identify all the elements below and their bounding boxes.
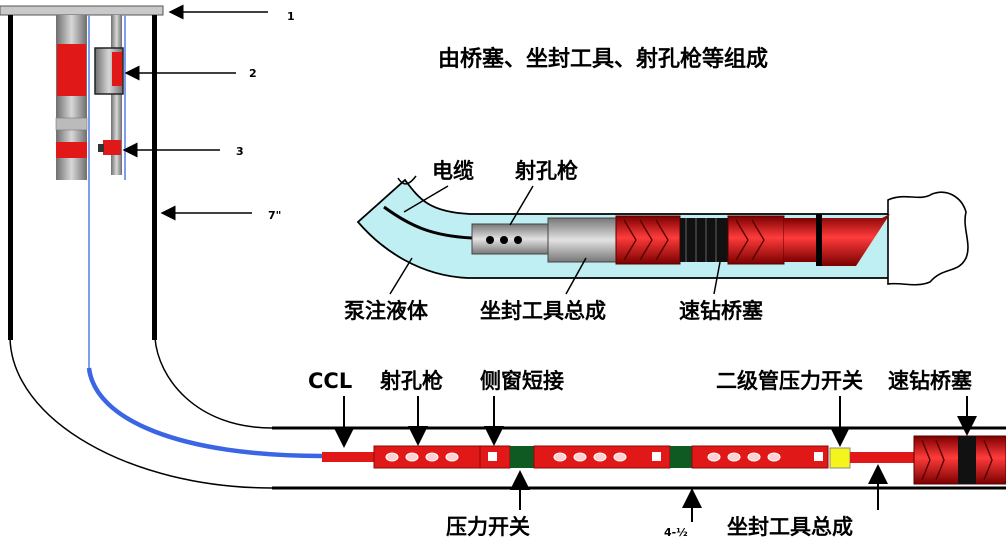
string-window-2-port [652,452,661,461]
pointer-setting-tool [565,257,587,295]
nipple-red [103,140,121,155]
string-arrows [334,396,977,522]
label-ccl: CCL [308,369,352,393]
casing-left-wall [8,15,13,340]
detail-cable [383,205,473,240]
string-gun-ports [385,452,459,462]
callout-label-casing: 7" [268,209,281,222]
detail-gun-port-2 [500,236,508,244]
label-detail-setting-tool: 坐封工具总成 [480,299,606,323]
string-plug-teeth [921,439,945,481]
diagram-title: 由桥塞、坐封工具、射孔枪等组成 [438,46,768,72]
label-cable: 电缆 [432,159,474,183]
casing-curve-outer [9,337,273,489]
string-setting-rod [850,452,914,463]
label-side-window: 侧窗短接 [480,369,564,393]
pointer-cable [403,185,449,213]
detail-plug-nose [822,214,890,266]
string-plug-teeth-2 [983,439,993,481]
label-string-gun: 射孔枪 [379,369,443,393]
string-gun-2-ports [553,452,627,462]
detail-setting-tool [547,217,617,263]
detail-plug-rubber [680,218,728,262]
string-green-sub [670,446,692,468]
pointer-pump-fluid [389,257,413,295]
tubing-red-section [57,44,86,96]
valve-red-side [112,52,122,86]
callout-label-2: 2 [249,67,257,80]
tubing-red-band [56,142,87,158]
label-pressure-switch: 压力开关 [446,515,530,539]
wellhead-cap [0,5,164,16]
label-pump-fluid: 泵注液体 [344,299,429,323]
string-pressure-switch [510,446,534,468]
casing-right-wall [152,15,157,340]
detail-gun-port-3 [514,236,522,244]
tubing-collar [55,117,88,131]
detail-plug-band [816,214,822,266]
string-bridge-plug-rubber [958,436,976,484]
callout-label-1: 1 [287,10,295,23]
detail-gun-port-1 [486,236,494,244]
detail-plug-lower-slips [727,215,785,265]
horizontal-string [272,426,1006,490]
label-casing-size: 4-½ [664,526,688,539]
well-callouts: 1 2 3 7" [122,4,295,222]
label-string-setting-tool: 坐封工具总成 [727,515,853,539]
nipple-dark [98,144,104,152]
label-detail-gun: 射孔枪 [514,159,578,183]
detail-plug-body [784,218,820,262]
string-gun-3-ports [707,452,781,462]
pointer-bridge-plug [713,261,721,295]
string-window-3-port [814,452,823,461]
callout-label-3: 3 [236,145,244,158]
detail-slip-teeth-upper [623,219,669,261]
detail-gun [471,223,549,255]
detail-rubber-rings [685,218,717,262]
string-ccl [322,452,374,462]
detail-pipe-torn-end [887,191,969,286]
control-string [111,15,122,175]
label-string-bridge-plug: 速钻桥塞 [888,369,973,393]
detail-view [356,175,969,295]
string-secondary-switch [829,447,851,469]
pointer-gun [509,185,534,226]
label-secondary-switch: 二级管压力开关 [716,369,863,393]
casing-curve-inner [154,337,273,429]
detail-slip-teeth-lower [735,219,765,261]
string-side-window-port [488,452,497,461]
label-detail-bridge-plug: 速钻桥塞 [679,299,764,323]
cable-curve [86,367,323,459]
detail-pipe-top-end [397,175,417,185]
wellbore [0,5,323,489]
